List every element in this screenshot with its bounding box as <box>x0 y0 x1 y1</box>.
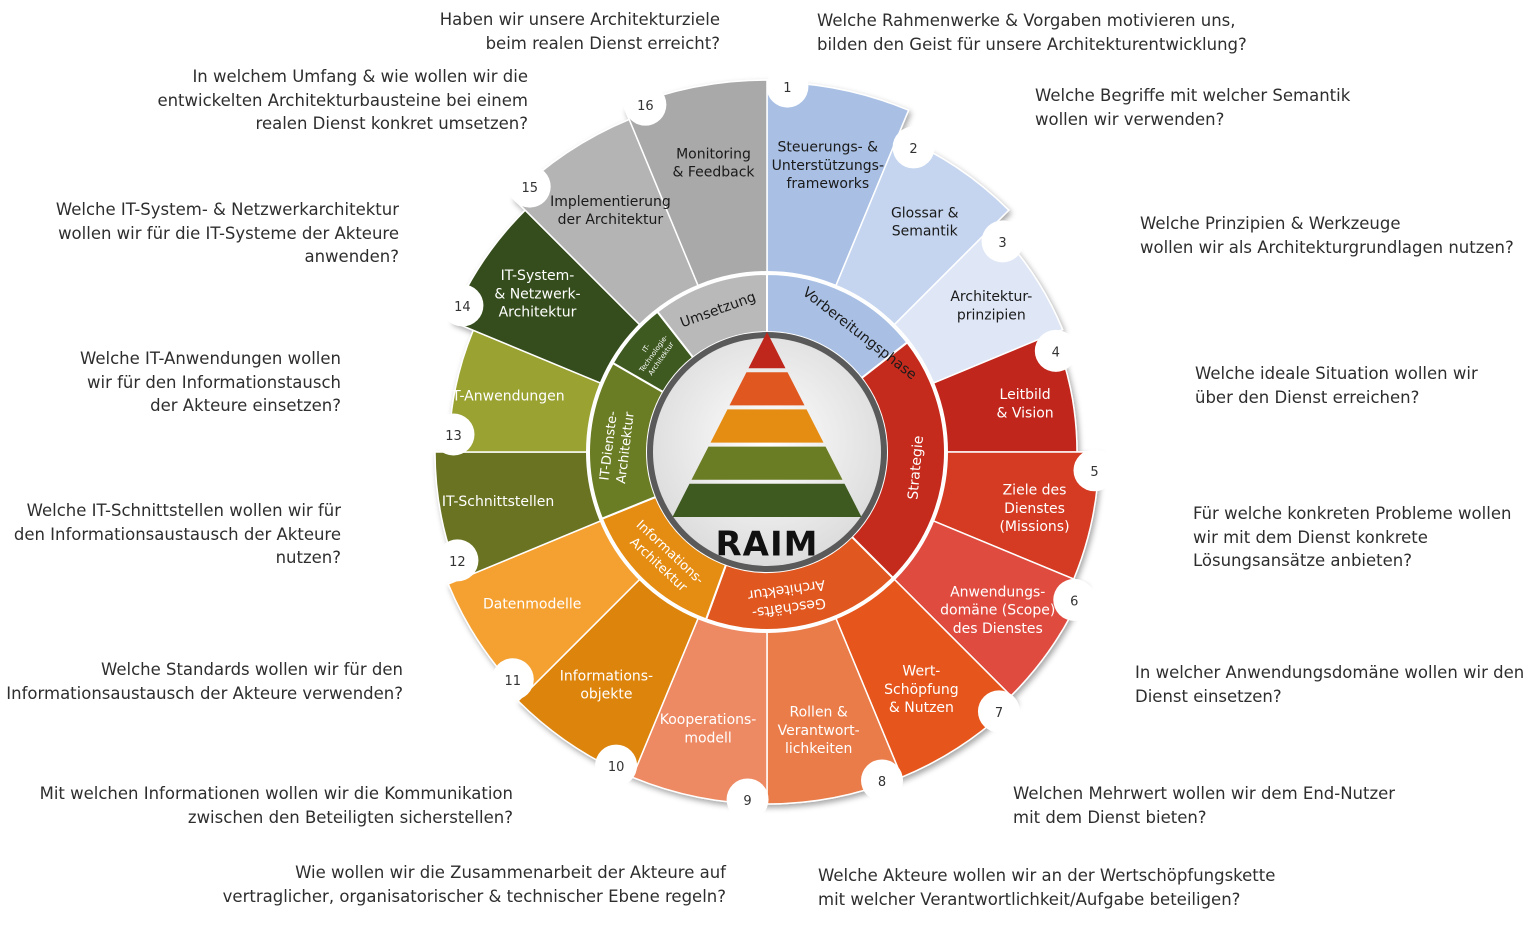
notch <box>1034 329 1077 372</box>
notch <box>508 165 551 208</box>
question-16: Haben wir unsere Architekturziele beim r… <box>439 10 720 53</box>
question-3: Welche Prinzipien & Werkzeuge wollen wir… <box>1140 214 1514 257</box>
segment-number: 2 <box>909 142 917 157</box>
segment-label-9: Kooperations-modell <box>660 712 757 746</box>
segment-label-1: Steuerungs- &Unterstützungs-frameworks <box>772 140 884 192</box>
pyramid-level-5 <box>672 483 862 517</box>
notch <box>766 65 809 108</box>
segment-label-11: Datenmodelle <box>483 596 581 612</box>
segment-number: 13 <box>445 429 462 444</box>
segment-number: 5 <box>1090 465 1098 480</box>
segment-number: 14 <box>454 300 471 315</box>
raim-pyramid <box>672 332 862 517</box>
question-12: Welche IT-Schnittstellen wollen wir für … <box>13 501 341 567</box>
pyramid-level-3 <box>710 409 824 443</box>
segment-label-14: IT-System-& Netzwerk-Architektur <box>494 268 580 320</box>
question-5: Für welche konkreten Probleme wollen wir… <box>1193 504 1512 570</box>
pyramid-level-4 <box>691 446 843 480</box>
notch <box>1053 578 1096 621</box>
segment-number: 10 <box>608 760 625 775</box>
question-14: Welche IT-System- & Netzwerkarchitektur … <box>55 200 399 266</box>
question-13: Welche IT-Anwendungen wollen wir für den… <box>80 349 341 415</box>
outer-segments <box>434 79 1100 805</box>
question-2: Welche Begriffe mit welcher Semantik wol… <box>1035 86 1351 129</box>
segment-label-10: Informations-objekte <box>560 669 653 703</box>
notch <box>861 759 904 802</box>
question-10: Mit welchen Informationen wollen wir die… <box>39 784 513 827</box>
notch <box>491 658 534 701</box>
segment-number: 8 <box>878 775 886 790</box>
segment-label-16: Monitoring& Feedback <box>672 146 755 180</box>
segment-label-2: Glossar &Semantik <box>891 205 959 239</box>
segment-number: 11 <box>505 674 522 689</box>
notch <box>595 744 638 787</box>
segment-number: 6 <box>1070 594 1078 609</box>
segment-number: 3 <box>998 236 1006 251</box>
question-4: Welche ideale Situation wollen wir über … <box>1195 364 1478 407</box>
pyramid-level-1 <box>748 332 786 369</box>
segment-number: 4 <box>1052 345 1060 360</box>
notch <box>892 126 935 169</box>
notch <box>624 83 667 126</box>
question-7: Welchen Mehrwert wollen wir dem End-Nutz… <box>1013 784 1396 827</box>
notch <box>1073 449 1116 492</box>
segment-number: 15 <box>521 181 538 196</box>
notch <box>726 778 769 821</box>
pyramid-level-2 <box>729 372 805 406</box>
question-6: In welcher Anwendungsdomäne wollen wir d… <box>1135 663 1525 706</box>
segment-number: 1 <box>783 81 791 96</box>
segment-label-3: Architektur-prinzipien <box>950 289 1032 323</box>
notch <box>981 220 1024 263</box>
question-9: Wie wollen wir die Zusammenarbeit der Ak… <box>222 863 726 906</box>
segment-label-8: Rollen &Verantwort-lichkeiten <box>778 705 860 757</box>
segment-label-7: Wert-Schöpfung& Nutzen <box>884 664 958 716</box>
question-15: In welchem Umfang & wie wollen wir die e… <box>157 67 528 133</box>
raim-logo: RAIM <box>716 525 819 565</box>
question-8: Welche Akteure wollen wir an der Wertsch… <box>818 866 1276 909</box>
segment-number: 16 <box>637 99 654 114</box>
question-11: Welche Standards wollen wir für den Info… <box>6 660 403 703</box>
notch <box>977 690 1020 733</box>
segment-labels: Steuerungs- &Unterstützungs-frameworksGl… <box>442 140 1070 757</box>
question-1: Welche Rahmenwerke & Vorgaben motivieren… <box>817 11 1247 54</box>
segment-number: 9 <box>743 794 751 809</box>
notch <box>432 413 475 456</box>
segment-label-4: Leitbild& Vision <box>997 387 1054 421</box>
segment-label-12: IT-Schnittstellen <box>442 494 554 510</box>
notch <box>441 284 484 327</box>
segment-number: 7 <box>995 706 1003 721</box>
notch <box>436 539 479 582</box>
segment-number: 12 <box>449 555 466 570</box>
segment-label-13: IT-Anwendungen <box>448 389 565 405</box>
phase-label-2: Strategie <box>905 435 927 500</box>
segment-label-6: Anwendungs-domäne (Scope)des Dienstes <box>940 584 1055 636</box>
